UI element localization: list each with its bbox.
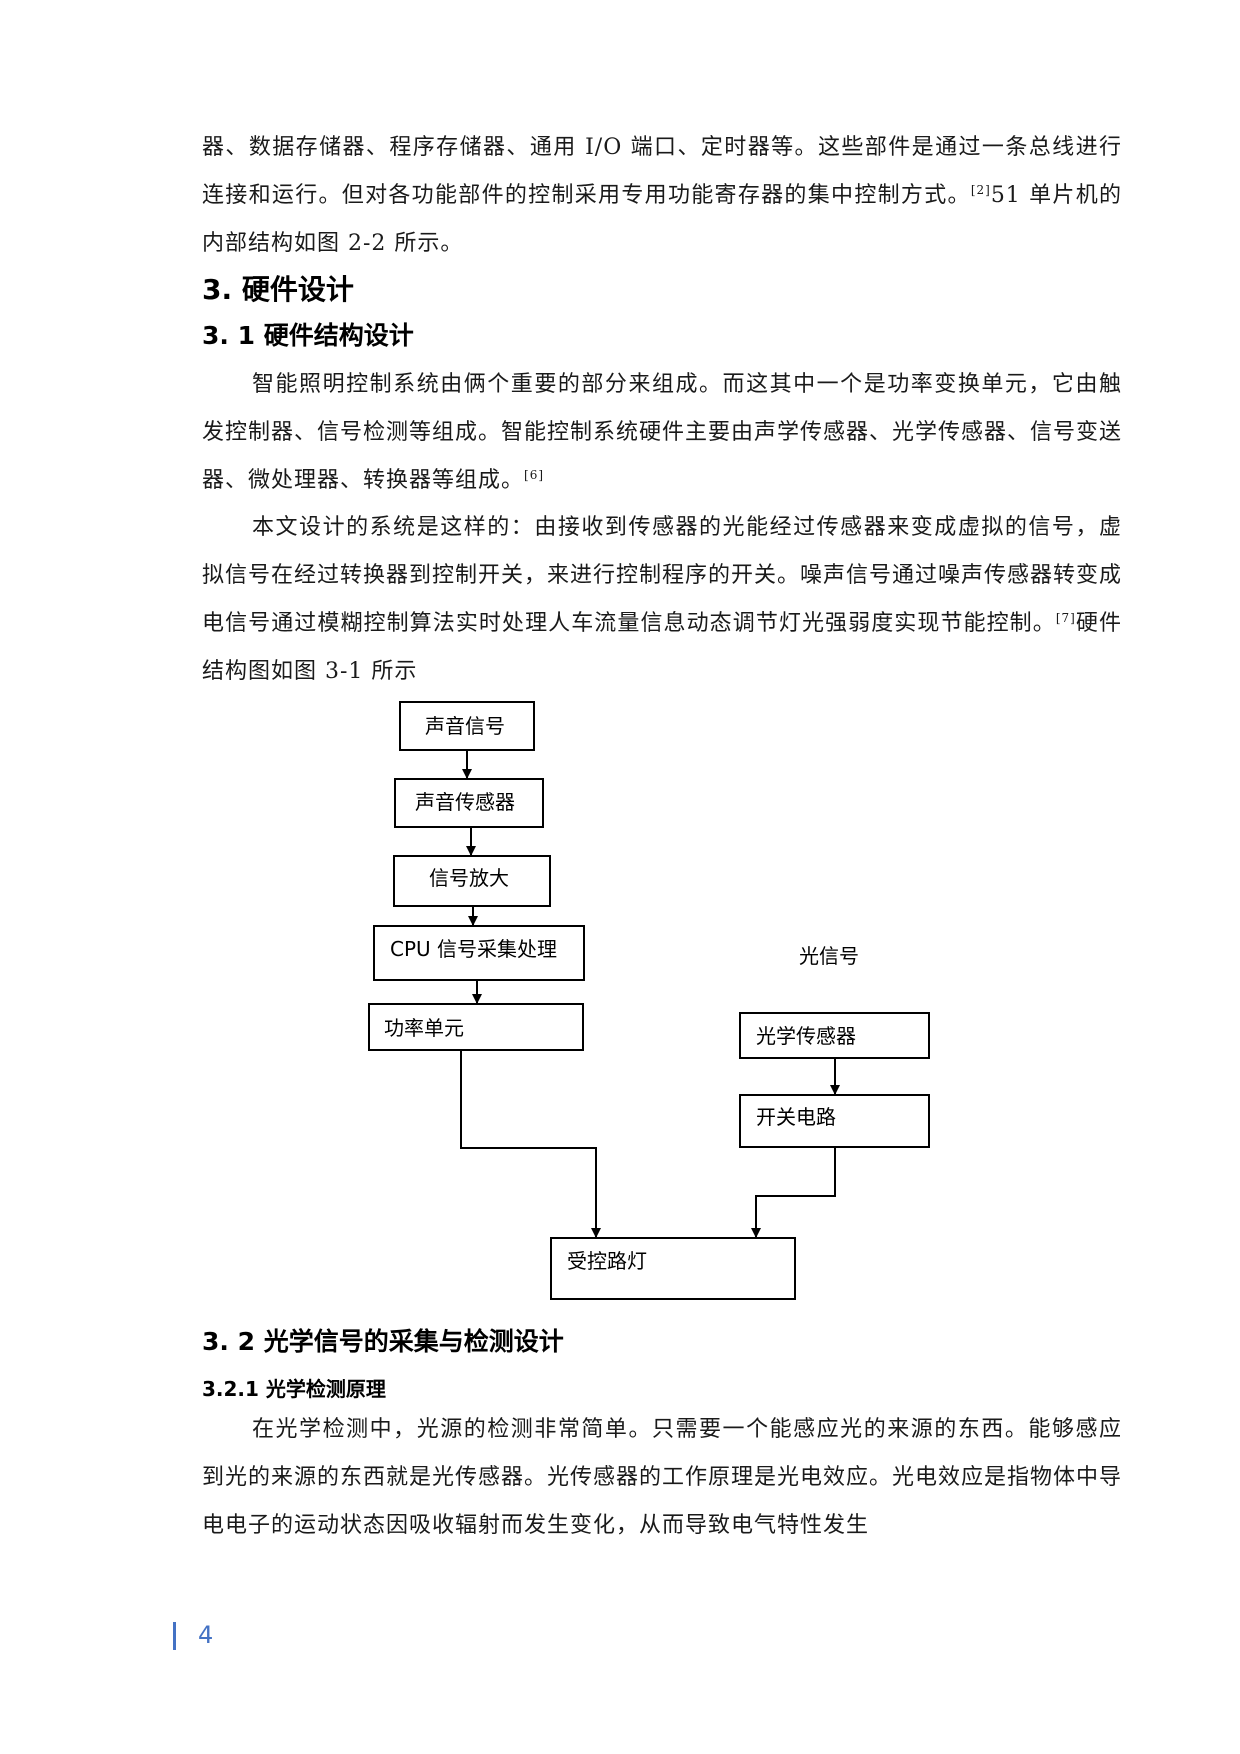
section-heading-3-2: 3. 2 光学信号的采集与检测设计 — [202, 1327, 564, 1356]
footer-accent-bar — [173, 1622, 176, 1650]
node-sound-signal — [399, 701, 535, 751]
paragraph-text: 在光学检测中，光源的检测非常简单。只需要一个能感应光的来源的东西。能够感应到光的… — [202, 1417, 1123, 1538]
body-paragraph: 智能照明控制系统由俩个重要的部分来组成。而这其中一个是功率变换单元，它由触发控制… — [202, 361, 1122, 505]
subsection-heading-3-2-1: 3.2.1 光学检测原理 — [202, 1377, 386, 1401]
paragraph-text: 51 单片机的内部结构如图 2-2 所示。 — [202, 183, 1122, 256]
node-switch-circuit — [739, 1094, 930, 1148]
section-heading-3-1: 3. 1 硬件结构设计 — [202, 321, 414, 350]
node-label: 功率单元 — [384, 1016, 464, 1040]
citation-ref: [6] — [524, 468, 545, 482]
node-label: 声音信号 — [425, 714, 505, 738]
node-label: 开关电路 — [756, 1105, 836, 1129]
node-power-unit — [368, 1003, 584, 1051]
citation-ref: [7] — [1055, 611, 1076, 625]
node-label: 光信号 — [799, 944, 859, 968]
node-sound-sensor — [394, 778, 544, 828]
node-light-sensor — [739, 1012, 930, 1059]
paragraph-text: 器、数据存储器、程序存储器、通用 I/O 端口、定时器等。这些部件是通过一条总线… — [202, 135, 1122, 208]
paragraph-text: 智能照明控制系统由俩个重要的部分来组成。而这其中一个是功率变换单元，它由触发控制… — [202, 372, 1123, 493]
continuation-paragraph: 器、数据存储器、程序存储器、通用 I/O 端口、定时器等。这些部件是通过一条总线… — [202, 124, 1122, 268]
node-label: 受控路灯 — [567, 1249, 647, 1273]
arrow-switch-to-lamp — [751, 1147, 836, 1238]
node-label: 信号放大 — [429, 866, 509, 890]
node-label: 光学传感器 — [756, 1024, 856, 1048]
paragraph-text: 本文设计的系统是这样的：由接收到传感器的光能经过传感器来变成虚拟的信号，虚拟信号… — [202, 515, 1123, 636]
body-paragraph: 在光学检测中，光源的检测非常简单。只需要一个能感应光的来源的东西。能够感应到光的… — [202, 1406, 1122, 1550]
body-paragraph: 本文设计的系统是这样的：由接收到传感器的光能经过传感器来变成虚拟的信号，虚拟信号… — [202, 504, 1122, 696]
node-controlled-lamp — [550, 1237, 796, 1300]
node-cpu — [373, 925, 585, 981]
citation-ref: [2] — [970, 183, 991, 197]
section-heading-3: 3. 硬件设计 — [202, 273, 354, 306]
node-label: 声音传感器 — [415, 790, 515, 814]
arrow-power-to-lamp — [460, 1050, 601, 1238]
page-number: 4 — [198, 1621, 214, 1649]
paragraph-text: 硬件结构图如图 3-1 所示 — [202, 611, 1122, 684]
node-label: CPU 信号采集处理 — [390, 937, 557, 961]
